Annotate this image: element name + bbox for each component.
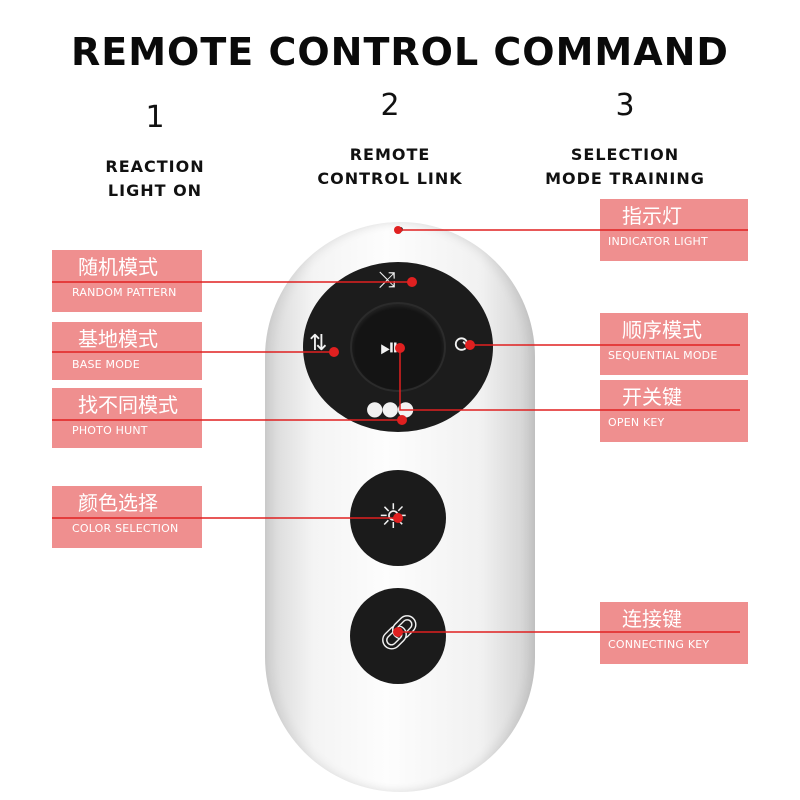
label-photo-hunt: 找不同模式 PHOTO HUNT bbox=[52, 388, 202, 448]
label-indicator-zh: 指示灯 bbox=[622, 204, 682, 228]
command-3-label: SELECTION MODE TRAINING bbox=[545, 145, 705, 188]
command-1-number: 1 bbox=[145, 100, 165, 135]
label-open-en: OPEN KEY bbox=[608, 416, 665, 429]
label-random-zh: 随机模式 bbox=[78, 255, 158, 279]
label-indicator-light: 指示灯 INDICATOR LIGHT bbox=[600, 199, 748, 261]
command-2-label: REMOTE CONTROL LINK bbox=[317, 145, 463, 188]
play-pause-icon: ⏯ bbox=[380, 333, 400, 361]
indicator-light bbox=[398, 227, 403, 232]
label-random-en: RANDOM PATTERN bbox=[72, 286, 177, 299]
command-2: 2 REMOTE CONTROL LINK bbox=[290, 88, 490, 191]
label-color-zh: 颜色选择 bbox=[78, 491, 158, 515]
label-connect-zh: 连接键 bbox=[622, 607, 682, 631]
label-photo-en: PHOTO HUNT bbox=[72, 424, 148, 437]
command-3-number: 3 bbox=[615, 88, 635, 123]
label-photo-zh: 找不同模式 bbox=[78, 393, 178, 417]
label-connecting-key: 连接键 CONNECTING KEY bbox=[600, 602, 748, 664]
sun-gear-icon: ☼ bbox=[378, 497, 409, 537]
command-1: 1 REACTION LIGHT ON bbox=[60, 100, 250, 203]
label-base-mode: 基地模式 BASE MODE bbox=[52, 322, 202, 380]
label-sequential-mode: 顺序模式 SEQUENTIAL MODE bbox=[600, 313, 748, 375]
link-icon: 🔗︎ bbox=[378, 613, 422, 653]
label-connect-en: CONNECTING KEY bbox=[608, 638, 710, 651]
label-open-key: 开关键 OPEN KEY bbox=[600, 380, 748, 442]
label-open-zh: 开关键 bbox=[622, 385, 682, 409]
label-base-en: BASE MODE bbox=[72, 358, 140, 371]
shuffle-icon[interactable]: ⤨ bbox=[378, 268, 396, 293]
label-color-selection: 颜色选择 COLOR SELECTION bbox=[52, 486, 202, 548]
label-random-pattern: 随机模式 RANDOM PATTERN bbox=[52, 250, 202, 312]
three-dots-icon[interactable]: ●●● bbox=[366, 396, 414, 420]
repeat-icon[interactable]: ⟳ bbox=[454, 333, 473, 358]
label-base-zh: 基地模式 bbox=[78, 327, 158, 351]
label-color-en: COLOR SELECTION bbox=[72, 522, 179, 535]
base-arrows-icon[interactable]: ⇅ bbox=[309, 331, 328, 356]
label-seq-en: SEQUENTIAL MODE bbox=[608, 349, 718, 362]
page-title: REMOTE CONTROL COMMAND bbox=[71, 30, 729, 74]
label-seq-zh: 顺序模式 bbox=[622, 318, 702, 342]
command-1-label: REACTION LIGHT ON bbox=[105, 157, 205, 200]
label-indicator-en: INDICATOR LIGHT bbox=[608, 235, 708, 248]
command-2-number: 2 bbox=[380, 88, 400, 123]
command-3: 3 SELECTION MODE TRAINING bbox=[525, 88, 725, 191]
